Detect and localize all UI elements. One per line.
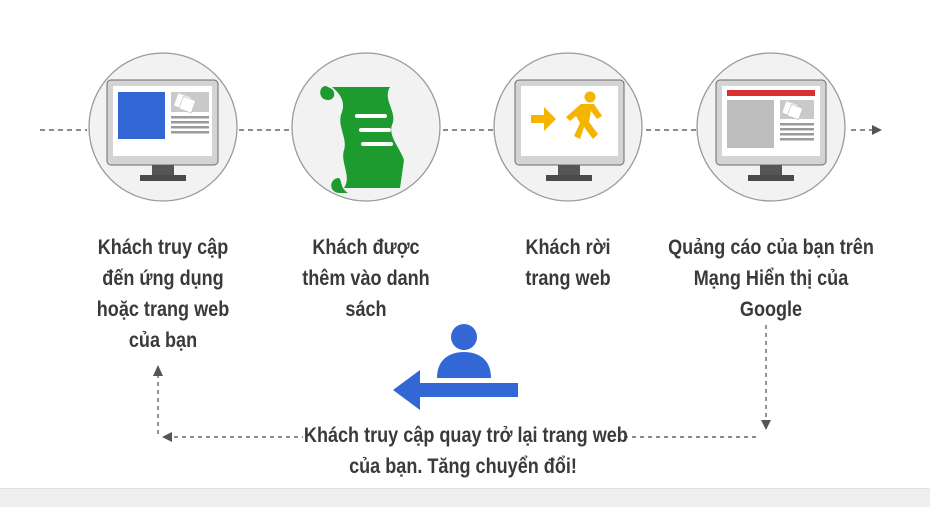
return-arrowhead-left-icon (162, 432, 172, 442)
step-list-label: Khách được thêm vào danh sách (280, 232, 452, 325)
step-leave-label-line: Khách rời (525, 236, 611, 259)
footer-strip (0, 488, 930, 507)
step-visit-label-line: đến ứng dụng (102, 267, 224, 290)
return-arrowhead-up-icon (153, 365, 163, 376)
step-ad-label-line: Mạng Hiển thị của (693, 267, 849, 290)
return-arrowhead-down-icon (761, 420, 771, 430)
monitor-ad-icon (715, 79, 827, 181)
step-visit-label-line: của bạn (128, 329, 198, 352)
exit-sign-icon (514, 79, 625, 181)
step-list-label-line: Khách được (312, 236, 420, 259)
step-leave-label: Khách rời trang web (482, 232, 654, 294)
step-leave-label-line: trang web (525, 267, 611, 290)
step-list-label-line: sách (345, 298, 387, 321)
return-label-line: Khách truy cập quay trở lại trang web (303, 424, 628, 447)
monitor-webpage-icon (106, 79, 219, 181)
step-ad-label-line: Quảng cáo của bạn trên (668, 236, 874, 259)
step-visit-label-line: hoặc trang web (96, 298, 230, 321)
step-visit-label-line: Khách truy cập (97, 236, 229, 259)
return-label: Khách truy cập quay trở lại trang web củ… (303, 420, 628, 482)
step-list-label-line: thêm vào danh (302, 267, 430, 290)
step-ad-label-line: Google (739, 298, 803, 321)
person-icon (437, 324, 491, 378)
scroll-list-icon (320, 86, 404, 193)
timeline-arrowhead-icon (872, 125, 882, 135)
arrow-left-icon (393, 370, 518, 410)
step-visit-label: Khách truy cập đến ứng dụng hoặc trang w… (77, 232, 249, 356)
step-leave-icon (493, 52, 643, 202)
return-connector (157, 325, 767, 438)
step-ad-icon (696, 52, 846, 202)
step-visit-icon (88, 52, 238, 202)
step-list-icon (291, 52, 441, 202)
step-ad-label: Quảng cáo của bạn trên Mạng Hiển thị của… (655, 232, 887, 325)
return-label-line: của bạn. Tăng chuyển đổi! (349, 455, 577, 478)
